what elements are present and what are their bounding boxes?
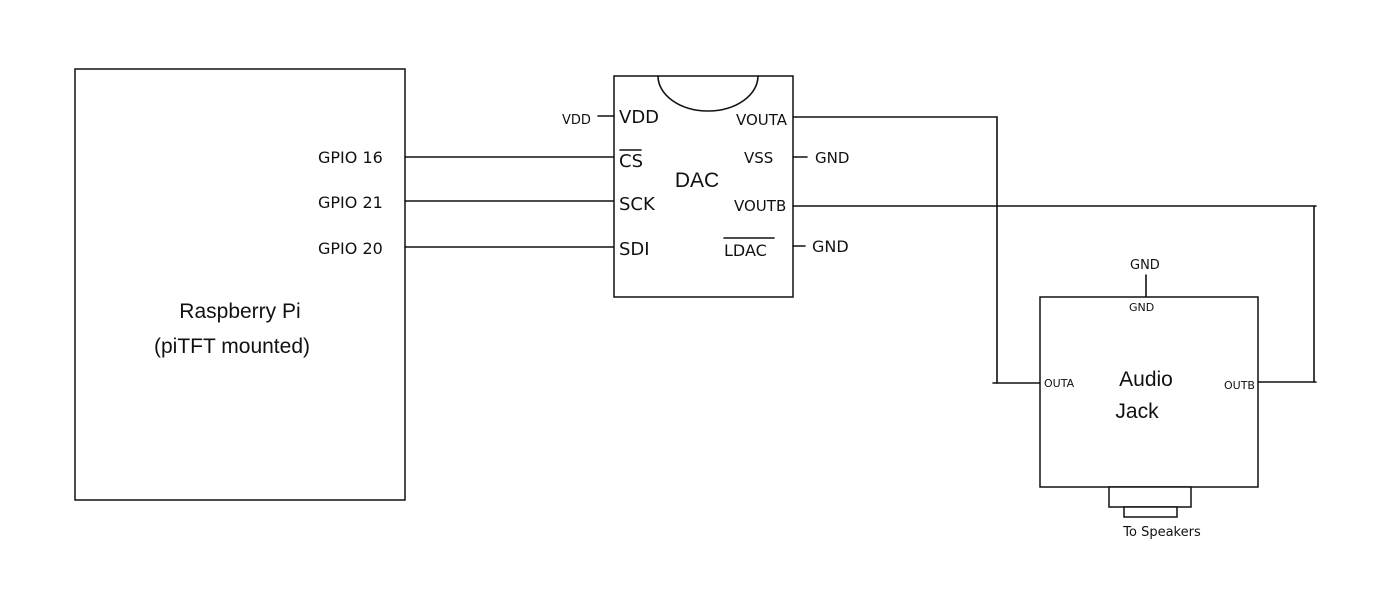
audio-jack-gnd-inner-label: GND [1129, 301, 1154, 314]
dac-pin-vouta: VOUTA [736, 111, 788, 129]
pin-label-gpio21: GPIO 21 [318, 193, 383, 212]
dac-pin-sck: SCK [619, 194, 656, 215]
audio-jack-outb-label: OUTB [1224, 379, 1255, 392]
dac-pin-voutb: VOUTB [734, 197, 786, 215]
audio-jack-block: GND GND OUTA OUTB Audio Jack To Speakers [1039, 258, 1259, 540]
vdd-external-label: VDD [562, 113, 591, 128]
dac-title: DAC [675, 169, 719, 192]
speaker-output-label: To Speakers [1122, 525, 1201, 540]
speaker-connector-tip [1123, 506, 1178, 518]
dac-notch [657, 75, 759, 112]
dac-pin-vdd: VDD [619, 107, 659, 128]
pin-label-gpio20: GPIO 20 [318, 239, 383, 258]
speaker-connector [1108, 486, 1192, 508]
dac-box [613, 75, 794, 298]
raspberry-pi-subtitle: (piTFT mounted) [154, 335, 310, 358]
dac-pin-cs: CS [619, 151, 643, 172]
audio-jack-gnd-top-label: GND [1130, 258, 1160, 273]
raspberry-pi-box [74, 68, 406, 501]
dac-pin-ldac: LDAC [724, 241, 767, 260]
audio-jack-subtitle: Jack [1115, 400, 1159, 423]
raspberry-pi-block: Raspberry Pi (piTFT mounted) GPIO 16 GPI… [74, 68, 406, 501]
audio-jack-box [1039, 296, 1259, 488]
gnd-label-vss: GND [815, 149, 849, 167]
pin-label-gpio16: GPIO 16 [318, 148, 383, 167]
dac-pin-sdi: SDI [619, 239, 650, 260]
audio-jack-title: Audio [1119, 368, 1173, 391]
dac-chip: DAC VDD CS SCK SDI VOUTA VSS VOUTB LDAC [613, 75, 794, 298]
wire-vouta [792, 116, 998, 384]
gnd-label-ldac: GND [812, 237, 849, 256]
dac-pin-vss: VSS [744, 149, 773, 167]
audio-jack-outa-label: OUTA [1044, 377, 1075, 390]
raspberry-pi-title: Raspberry Pi [179, 300, 300, 323]
